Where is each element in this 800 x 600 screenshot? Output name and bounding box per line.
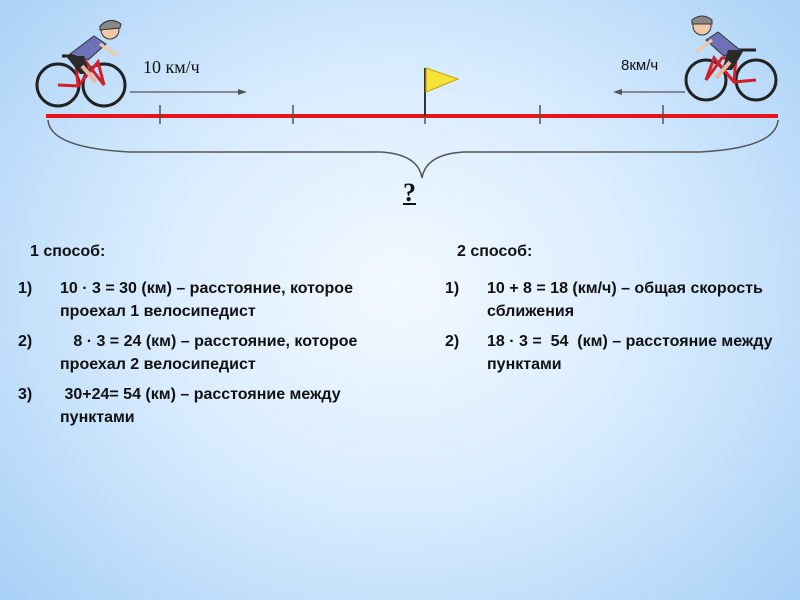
step-number: 3): [18, 386, 33, 403]
method-1-step-2: 2) 8 · 3 = 24 (км) – расстояние, которое…: [18, 330, 398, 376]
method-1-block: 1 способ: 1) 10 · 3 = 30 (км) – расстоян…: [18, 240, 398, 436]
step-text: 30+24= 54 (км) – расстояние между пункта…: [60, 386, 346, 426]
total-distance-question: ?: [403, 178, 416, 207]
method-2-title: 2 способ:: [457, 243, 533, 260]
step-number: 2): [445, 333, 460, 350]
method-1-step-3: 3) 30+24= 54 (км) – расстояние между пун…: [18, 383, 398, 429]
step-text: 18 · 3 = 54 (км) – расстояние между пунк…: [487, 333, 777, 373]
cyclist-left-icon: [35, 20, 127, 108]
flag-icon: [424, 67, 460, 116]
distance-brace: [47, 119, 779, 179]
step-text: 10 + 8 = 18 (км/ч) – общая скорость сбли…: [487, 280, 768, 320]
step-number: 1): [18, 280, 33, 297]
method-2-step-2: 2) 18 · 3 = 54 (км) – расстояние между п…: [445, 330, 785, 376]
cyclist-right-icon: [684, 15, 778, 102]
speed-label-right: 8км/ч: [621, 57, 659, 74]
step-text: 10 · 3 = 30 (км) – расстояние, которое п…: [60, 280, 358, 320]
method-1-step-1: 1) 10 · 3 = 30 (км) – расстояние, которо…: [18, 277, 398, 323]
arrow-left-icon: [613, 89, 685, 95]
step-text: 8 · 3 = 24 (км) – расстояние, которое пр…: [60, 333, 362, 373]
step-number: 1): [445, 280, 460, 297]
step-number: 2): [18, 333, 33, 350]
arrow-right-icon: [130, 89, 247, 95]
speed-label-left: 10 км/ч: [143, 57, 200, 77]
method-2-step-1: 1) 10 + 8 = 18 (км/ч) – общая скорость с…: [445, 277, 785, 323]
method-2-block: 2 способ: 1) 10 + 8 = 18 (км/ч) – общая …: [445, 240, 785, 383]
method-1-title: 1 способ:: [30, 243, 106, 260]
